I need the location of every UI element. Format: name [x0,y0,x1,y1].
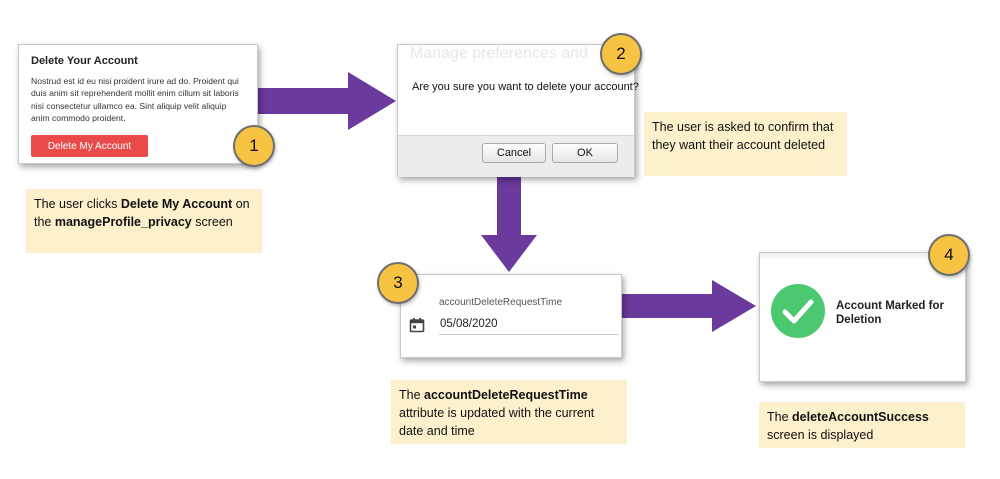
delete-account-panel: Delete Your Account Nostrud est id eu ni… [18,44,258,164]
step-badge-3: 3 [377,262,419,304]
note-step-4: The deleteAccountSuccess screen is displ… [759,402,965,448]
confirm-dialog: Manage preferences and Are you sure you … [397,44,639,177]
arrow-step2-to-step3 [481,177,537,272]
date-field-panel: accountDeleteRequestTime 05/08/2020 [400,274,622,358]
delete-my-account-button[interactable]: Delete My Account [31,135,148,157]
arrow-step3-to-step4 [622,280,756,332]
success-message: Account Marked for Deletion [836,300,944,326]
confirm-question: Are you sure you want to delete your acc… [412,81,639,93]
note-bold-text: deleteAccountSuccess [792,410,929,424]
note-text: The user is asked to confirm that they w… [652,120,834,152]
cancel-button[interactable]: Cancel [482,143,546,163]
ok-button[interactable]: OK [552,143,618,163]
note-text: screen [191,215,233,229]
note-bold-text: Delete My Account [120,197,233,211]
checkmark-icon [770,283,826,344]
calendar-icon [409,317,425,338]
note-text: on the [34,197,250,229]
note-text: attribute is updated with the current da… [399,406,595,438]
note-bold-text: manageProfile_privacy [54,215,192,229]
note-bold-text: accountDeleteRequestTime [424,388,588,402]
note-text: The user clicks [34,197,121,211]
note-step-2: The user is asked to confirm that they w… [644,112,847,176]
success-topbar [760,253,965,261]
panel-body-text: Nostrud est id eu nisi proident irure ad… [31,76,239,124]
field-underline [439,334,619,335]
field-label: accountDeleteRequestTime [439,297,563,308]
note-step-1: The user clicks Delete My Account on the… [26,189,262,253]
note-text: The [399,388,425,402]
note-step-3: The accountDeleteRequestTime attribute i… [391,380,627,444]
step-badge-1: 1 [233,125,275,167]
note-text: screen is displayed [767,428,874,442]
dialog-background-text: Manage preferences and [410,45,588,62]
panel-title: Delete Your Account [31,55,138,67]
date-input[interactable]: 05/08/2020 [440,318,498,330]
step-badge-4: 4 [928,234,970,276]
success-panel: Account Marked for Deletion [759,252,966,382]
step-badge-2: 2 [600,33,642,75]
note-text: The [767,410,793,424]
arrow-step1-to-step2 [258,72,396,130]
